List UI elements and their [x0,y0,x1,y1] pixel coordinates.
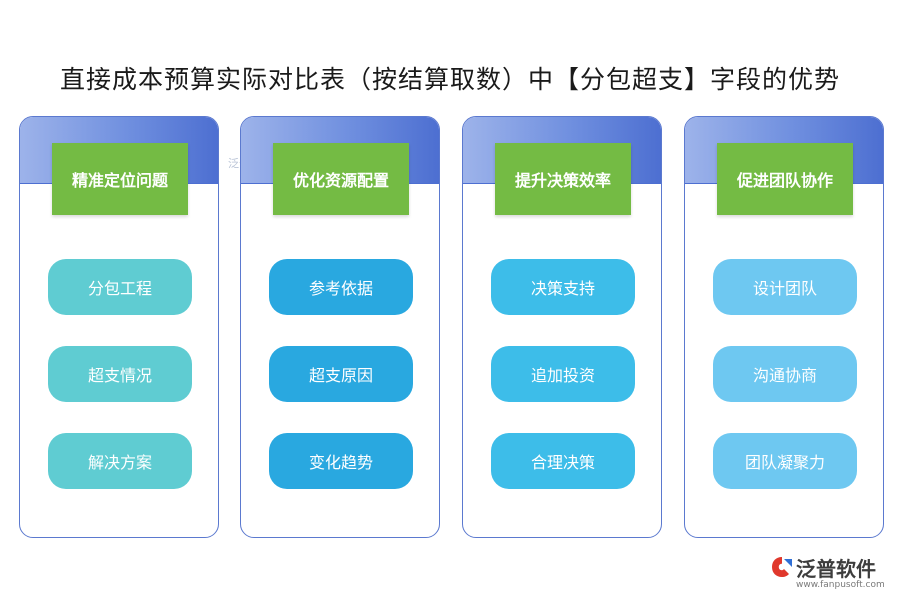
item-pill: 团队凝聚力 [713,433,857,489]
column-heading: 优化资源配置 [273,143,409,215]
item-pill: 超支原因 [269,346,413,402]
column-3: 提升决策效率 决策支持 追加投资 合理决策 [462,116,662,538]
fanpu-logo-icon [772,557,792,577]
column-4: 促进团队协作 设计团队 沟通协商 团队凝聚力 [684,116,884,538]
brand-name: 泛普软件 [796,557,876,581]
column-heading: 精准定位问题 [52,143,188,215]
column-heading: 促进团队协作 [717,143,853,215]
item-pill: 合理决策 [491,433,635,489]
item-pill: 设计团队 [713,259,857,315]
column-1: 精准定位问题 分包工程 超支情况 解决方案 [19,116,219,538]
brand-url: www.fanpusoft.com [796,580,885,590]
item-pill: 超支情况 [48,346,192,402]
column-2: 优化资源配置 参考依据 超支原因 变化趋势 [240,116,440,538]
page-title: 直接成本预算实际对比表（按结算取数）中【分包超支】字段的优势 [59,65,840,94]
item-pill: 变化趋势 [269,433,413,489]
item-pill: 决策支持 [491,259,635,315]
item-pill: 参考依据 [269,259,413,315]
item-pill: 分包工程 [48,259,192,315]
brand-logo: 泛普软件 www.fanpusoft.com [770,553,895,598]
column-heading: 提升决策效率 [495,143,631,215]
item-pill: 解决方案 [48,433,192,489]
item-pill: 追加投资 [491,346,635,402]
item-pill: 沟通协商 [713,346,857,402]
